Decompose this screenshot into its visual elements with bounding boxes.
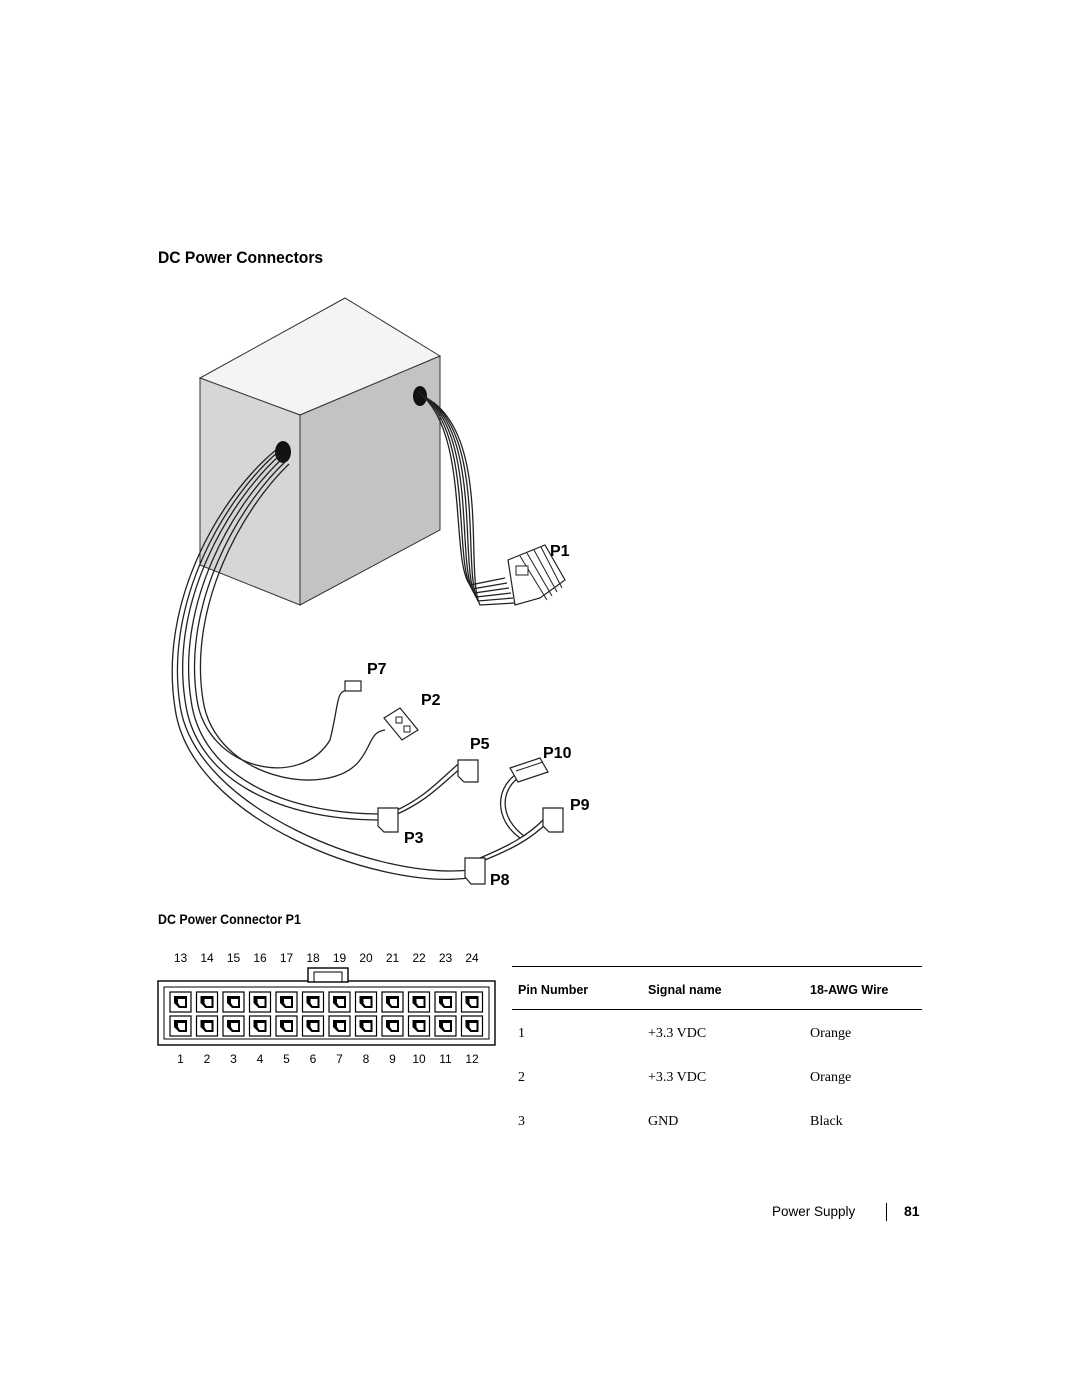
pin-cell [328,991,351,1013]
pin-cell [434,1015,457,1037]
pin-cell [381,1015,404,1037]
table-row: 3 GND Black [512,1100,922,1144]
pin-label-bottom: 12 [465,1052,479,1066]
pin-cell [460,1015,484,1037]
pin-cell [460,991,484,1013]
p9-connector [542,807,564,833]
pin-label-bottom: 6 [310,1052,317,1066]
pin-label-bottom: 2 [204,1052,211,1066]
table-row: 2 +3.3 VDC Orange [512,1056,922,1100]
label-p3: P3 [404,830,424,847]
label-p2: P2 [421,692,441,709]
cell-pin: 2 [518,1070,525,1085]
p10-connector [509,757,549,783]
p7-connector [344,680,362,692]
pin-label-top: 16 [253,951,267,965]
subsection-title: DC Power Connector P1 [158,912,301,927]
label-p8: P8 [490,872,510,889]
pin-table: Pin Number Signal name 18-AWG Wire 1 +3.… [512,966,922,1144]
pin-cell [248,991,272,1013]
pin-cell [248,1015,272,1037]
header-wire: 18-AWG Wire [810,966,922,1010]
pin-label-top: 24 [465,951,479,965]
header-signal-name: Signal name [648,966,810,1010]
p2-connector [383,707,419,741]
p1-connector [507,544,566,606]
label-p1: P1 [550,543,570,560]
lower-cable-bundle [171,449,471,880]
pin-label-top: 17 [280,951,294,965]
pin-cell [275,1015,298,1037]
pin-label-top: 13 [174,951,188,965]
pin-cell [169,991,192,1013]
page-number: 81 [904,1203,920,1219]
cell-wire: Black [810,1114,843,1129]
label-p5: P5 [470,736,490,753]
pin-label-bottom: 4 [257,1052,264,1066]
pin-cell [434,991,457,1013]
pin-label-bottom: 5 [283,1052,290,1066]
cell-signal: +3.3 VDC [648,1070,707,1085]
table-row: 1 +3.3 VDC Orange [512,1010,922,1057]
cell-signal: +3.3 VDC [648,1026,707,1041]
p1-cable [417,391,516,606]
footer-separator [886,1203,887,1221]
table-header-row: Pin Number Signal name 18-AWG Wire [512,966,922,1010]
cell-pin: 3 [518,1114,525,1129]
pin-label-bottom: 9 [389,1052,396,1066]
pin-label-top: 22 [412,951,426,965]
pin-cell [381,991,404,1013]
pin-label-bottom: 1 [177,1052,184,1066]
header-pin-number: Pin Number [512,966,648,1010]
pin-cell [354,1015,378,1037]
p3-connector [377,807,399,833]
pin-label-top: 21 [386,951,400,965]
pin-cell [328,1015,351,1037]
cell-wire: Orange [810,1070,852,1085]
pin-label-bottom: 11 [439,1052,452,1066]
pin-label-bottom: 3 [230,1052,237,1066]
section-title: DC Power Connectors [158,248,324,267]
footer-section-name: Power Supply [772,1204,856,1219]
pin-label-top: 19 [333,951,347,965]
pin-cell [222,1015,245,1037]
pin-cell [407,991,431,1013]
pin-cell [301,1015,325,1037]
pin-label-top: 15 [227,951,241,965]
pin-cell [275,991,298,1013]
label-p9: P9 [570,797,590,814]
p8-connector [464,857,486,885]
pin-label-bottom: 7 [336,1052,343,1066]
power-supply-box [198,297,442,606]
cell-wire: Orange [810,1026,852,1041]
pin-cell [195,991,219,1013]
pin-label-top: 23 [439,951,453,965]
pin-label-bottom: 8 [363,1052,370,1066]
pin-label-bottom: 10 [412,1052,426,1066]
pin-cell [222,991,245,1013]
pin-cell [195,1015,219,1037]
pin-label-top: 20 [359,951,373,965]
p5-connector [457,759,479,783]
pin-label-top: 18 [306,951,320,965]
label-p10: P10 [543,745,572,762]
pin-cell [169,1015,192,1037]
cell-pin: 1 [518,1026,525,1041]
cell-signal: GND [648,1114,679,1129]
pin-cell [354,991,378,1013]
pin-cell [407,1015,431,1037]
pin-label-top: 14 [200,951,214,965]
pin-cell [301,991,325,1013]
label-p7: P7 [367,661,387,678]
